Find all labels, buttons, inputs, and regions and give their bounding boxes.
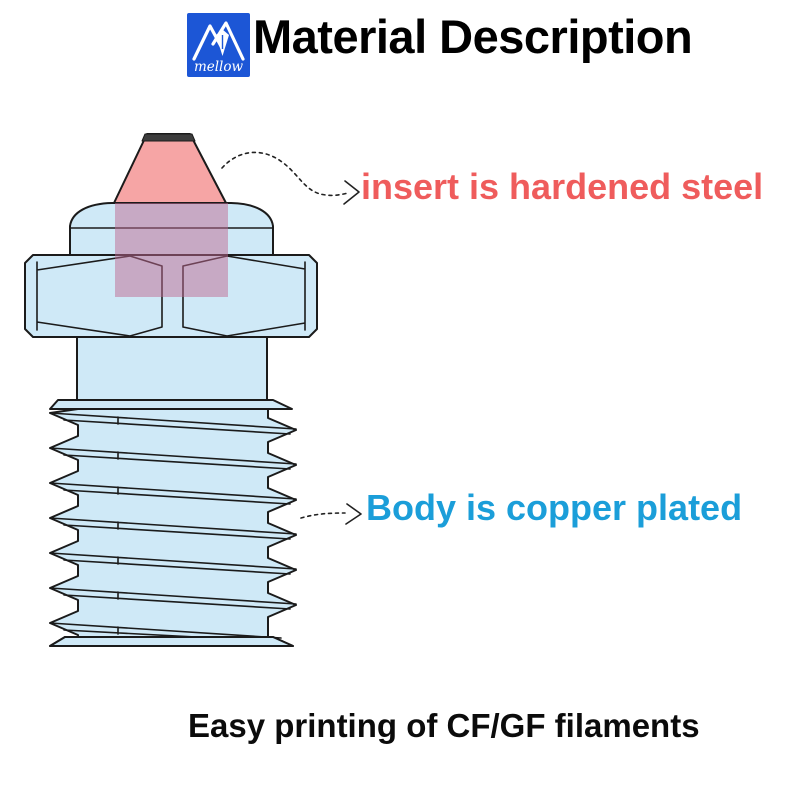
- nozzle-tip-cone: [113, 133, 227, 204]
- brand-text: mellow: [194, 59, 244, 75]
- body-arrow: [300, 503, 362, 525]
- insert-arrow: [221, 151, 360, 205]
- mountain-pen-logo-icon: mellow: [192, 21, 245, 75]
- nozzle-neck: [76, 336, 268, 401]
- thread-section: [49, 399, 297, 647]
- footer-caption: Easy printing of CF/GF filaments: [188, 707, 700, 744]
- thread-top-flange: [49, 399, 293, 410]
- body-annotation-label: Body is copper plated: [366, 487, 743, 528]
- hardened-steel-insert-overlay: [115, 203, 228, 297]
- insert-arrowhead-icon: [343, 180, 360, 205]
- thread-bottom-flange: [49, 636, 294, 647]
- body-arrowhead-icon: [345, 503, 362, 525]
- brand-logo: mellow: [187, 13, 250, 77]
- page-title: Material Description: [253, 10, 693, 63]
- insert-annotation-label: insert is hardened steel: [361, 166, 764, 207]
